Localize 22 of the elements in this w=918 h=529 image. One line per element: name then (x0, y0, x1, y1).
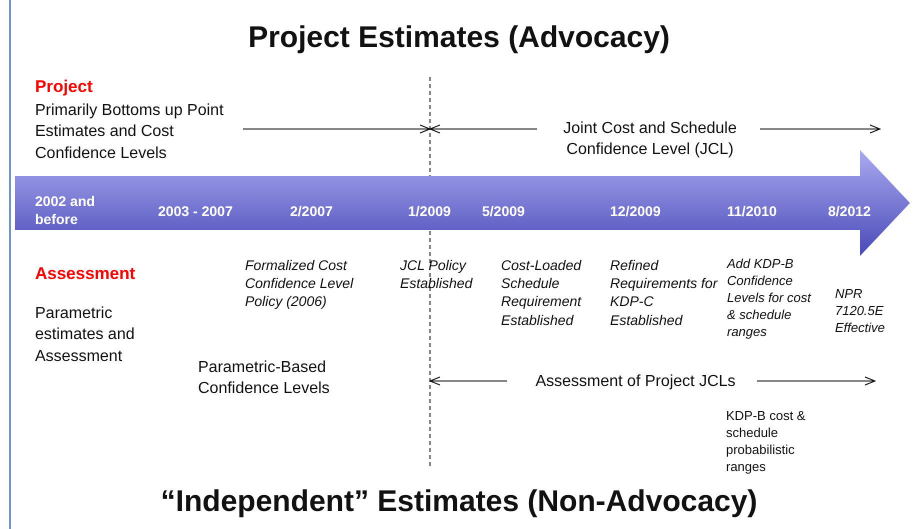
milestone-text: Cost-Loaded Schedule Requirement Established (501, 256, 582, 329)
note-text: KDP-B cost & schedule probabilistic ranges (726, 408, 806, 476)
description-text: Parametric-Based Confidence Levels (198, 358, 331, 400)
milestone-text: JCL Policy Established (400, 256, 474, 292)
date-label: 8/2012 (828, 203, 872, 220)
section-heading: Assessment (35, 263, 136, 284)
date-label: 11/2010 (727, 203, 778, 220)
milestone-text: NPR 7120.5E Effective (835, 286, 886, 337)
milestone-text: Add KDP-B Confidence Levels for cost & schedule ranges (727, 256, 812, 340)
date-label: 2002 and before (35, 193, 96, 228)
description-text: Primarily Bottoms up Point Estimates and Cost Confidence Levels (35, 101, 225, 164)
date-label: 12/2009 (610, 203, 662, 220)
section-heading: Project (35, 76, 94, 98)
milestone-text: Refined Requirements for KDP-C Established (610, 256, 719, 329)
date-label: 1/2009 (408, 203, 452, 220)
date-label: 2003 - 2007 (158, 203, 234, 220)
date-label: 5/2009 (482, 203, 526, 220)
title: Project Estimates (Advocacy) (247, 20, 671, 56)
milestone-text: Formalized Cost Confidence Level Policy (2006) (245, 256, 354, 311)
description-text: Parametric estimates and Assessment (35, 304, 136, 367)
date-label: 2/2007 (290, 203, 334, 220)
caption: “Independent” Estimates (Non-Advocacy) (160, 484, 758, 520)
